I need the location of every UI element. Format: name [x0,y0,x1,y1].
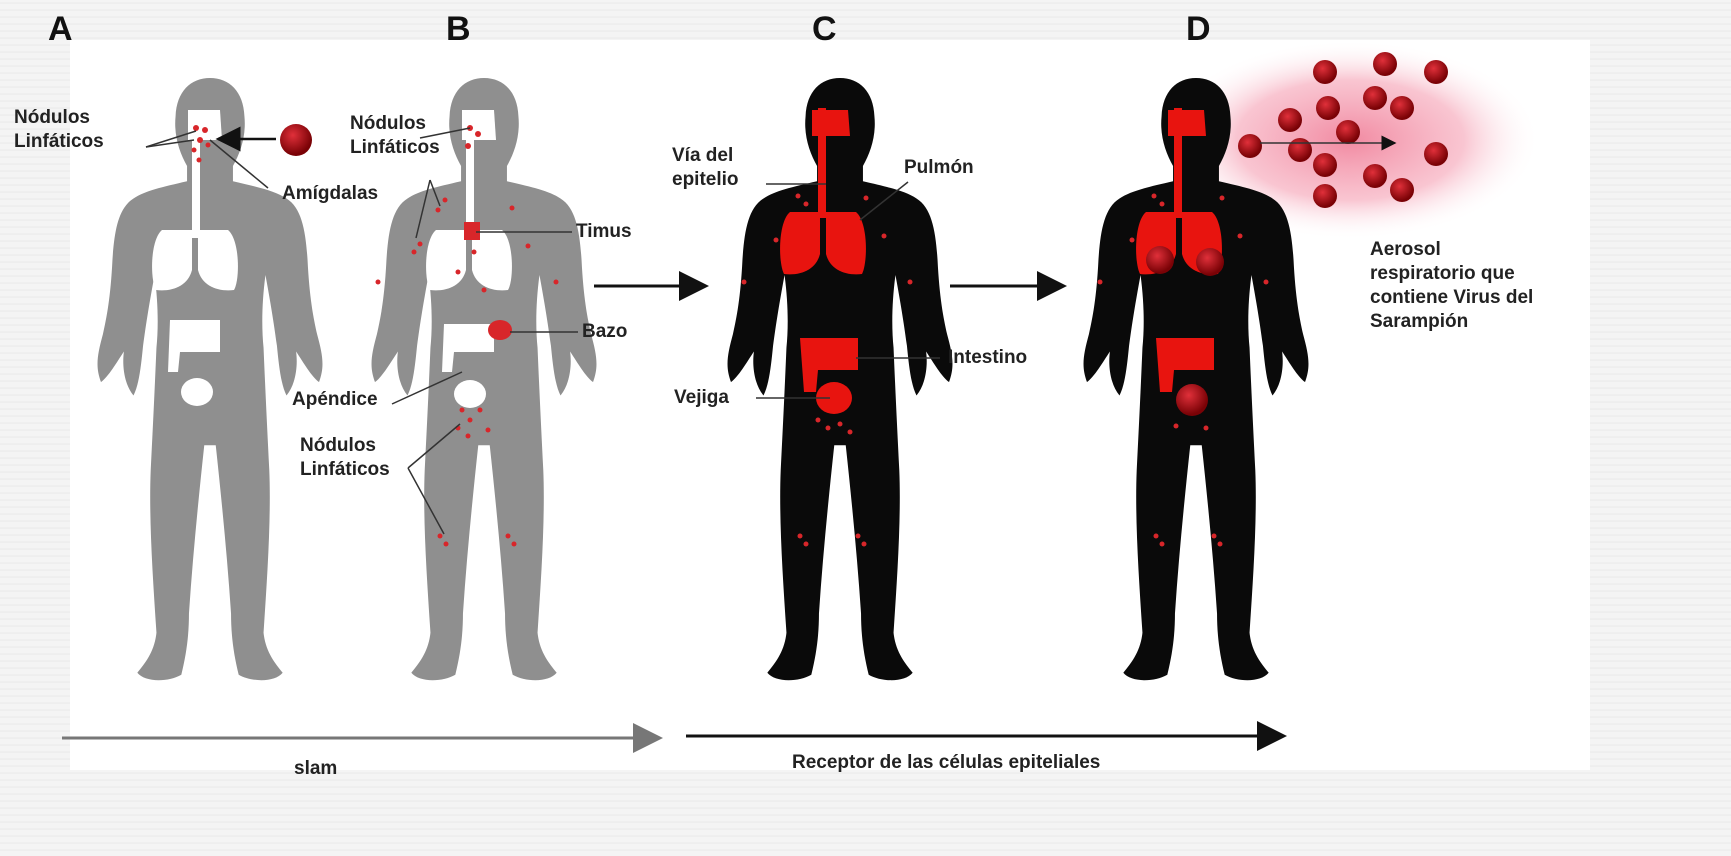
label-d-aerosol-line2: respiratorio que [1370,262,1533,286]
label-d-aerosol-line1: Aerosol [1370,238,1533,262]
label-c-via-epitelio: Vía del epitelio [672,144,739,192]
panel-letter-a: A [48,10,73,49]
label-b-nodulos: Nódulos Linfáticos [350,112,440,160]
label-a-nodulos-line1: Nódulos [14,106,104,130]
label-b-nodulos-line1: Nódulos [350,112,440,136]
label-b-nodulos-lower-line1: Nódulos [300,434,390,458]
label-a-nodulos: Nódulos Linfáticos [14,106,104,154]
label-b-nodulos-lower-line2: Linfáticos [300,458,390,482]
label-a-amigdalas: Amígdalas [282,182,378,206]
bottom-label-slam: slam [294,758,337,780]
label-c-intestino: Intestino [948,346,1027,370]
label-b-bazo: Bazo [582,320,627,344]
label-d-aerosol: Aerosol respiratorio que contiene Virus … [1370,238,1533,334]
figure-a [98,78,323,680]
label-c-via-line2: epitelio [672,168,739,192]
label-b-nodulos-lower: Nódulos Linfáticos [300,434,390,482]
label-c-via-line1: Vía del [672,144,739,168]
panel-letter-c: C [812,10,837,49]
label-d-aerosol-line3: contiene Virus del [1370,286,1533,310]
label-b-timus: Timus [576,220,632,244]
virus-icon [280,124,312,156]
bottom-label-receptor: Receptor de las células epiteliales [792,752,1100,774]
label-d-aerosol-line4: Sarampión [1370,310,1533,334]
panel-letter-b: B [446,10,471,49]
figure-b [372,78,597,680]
label-c-vejiga: Vejiga [674,386,729,410]
label-b-apendice: Apéndice [292,388,378,412]
label-b-nodulos-line2: Linfáticos [350,136,440,160]
label-c-pulmon: Pulmón [904,156,974,180]
figure-d [1084,40,1540,680]
label-a-nodulos-line2: Linfáticos [14,130,104,154]
panel-letter-d: D [1186,10,1211,49]
